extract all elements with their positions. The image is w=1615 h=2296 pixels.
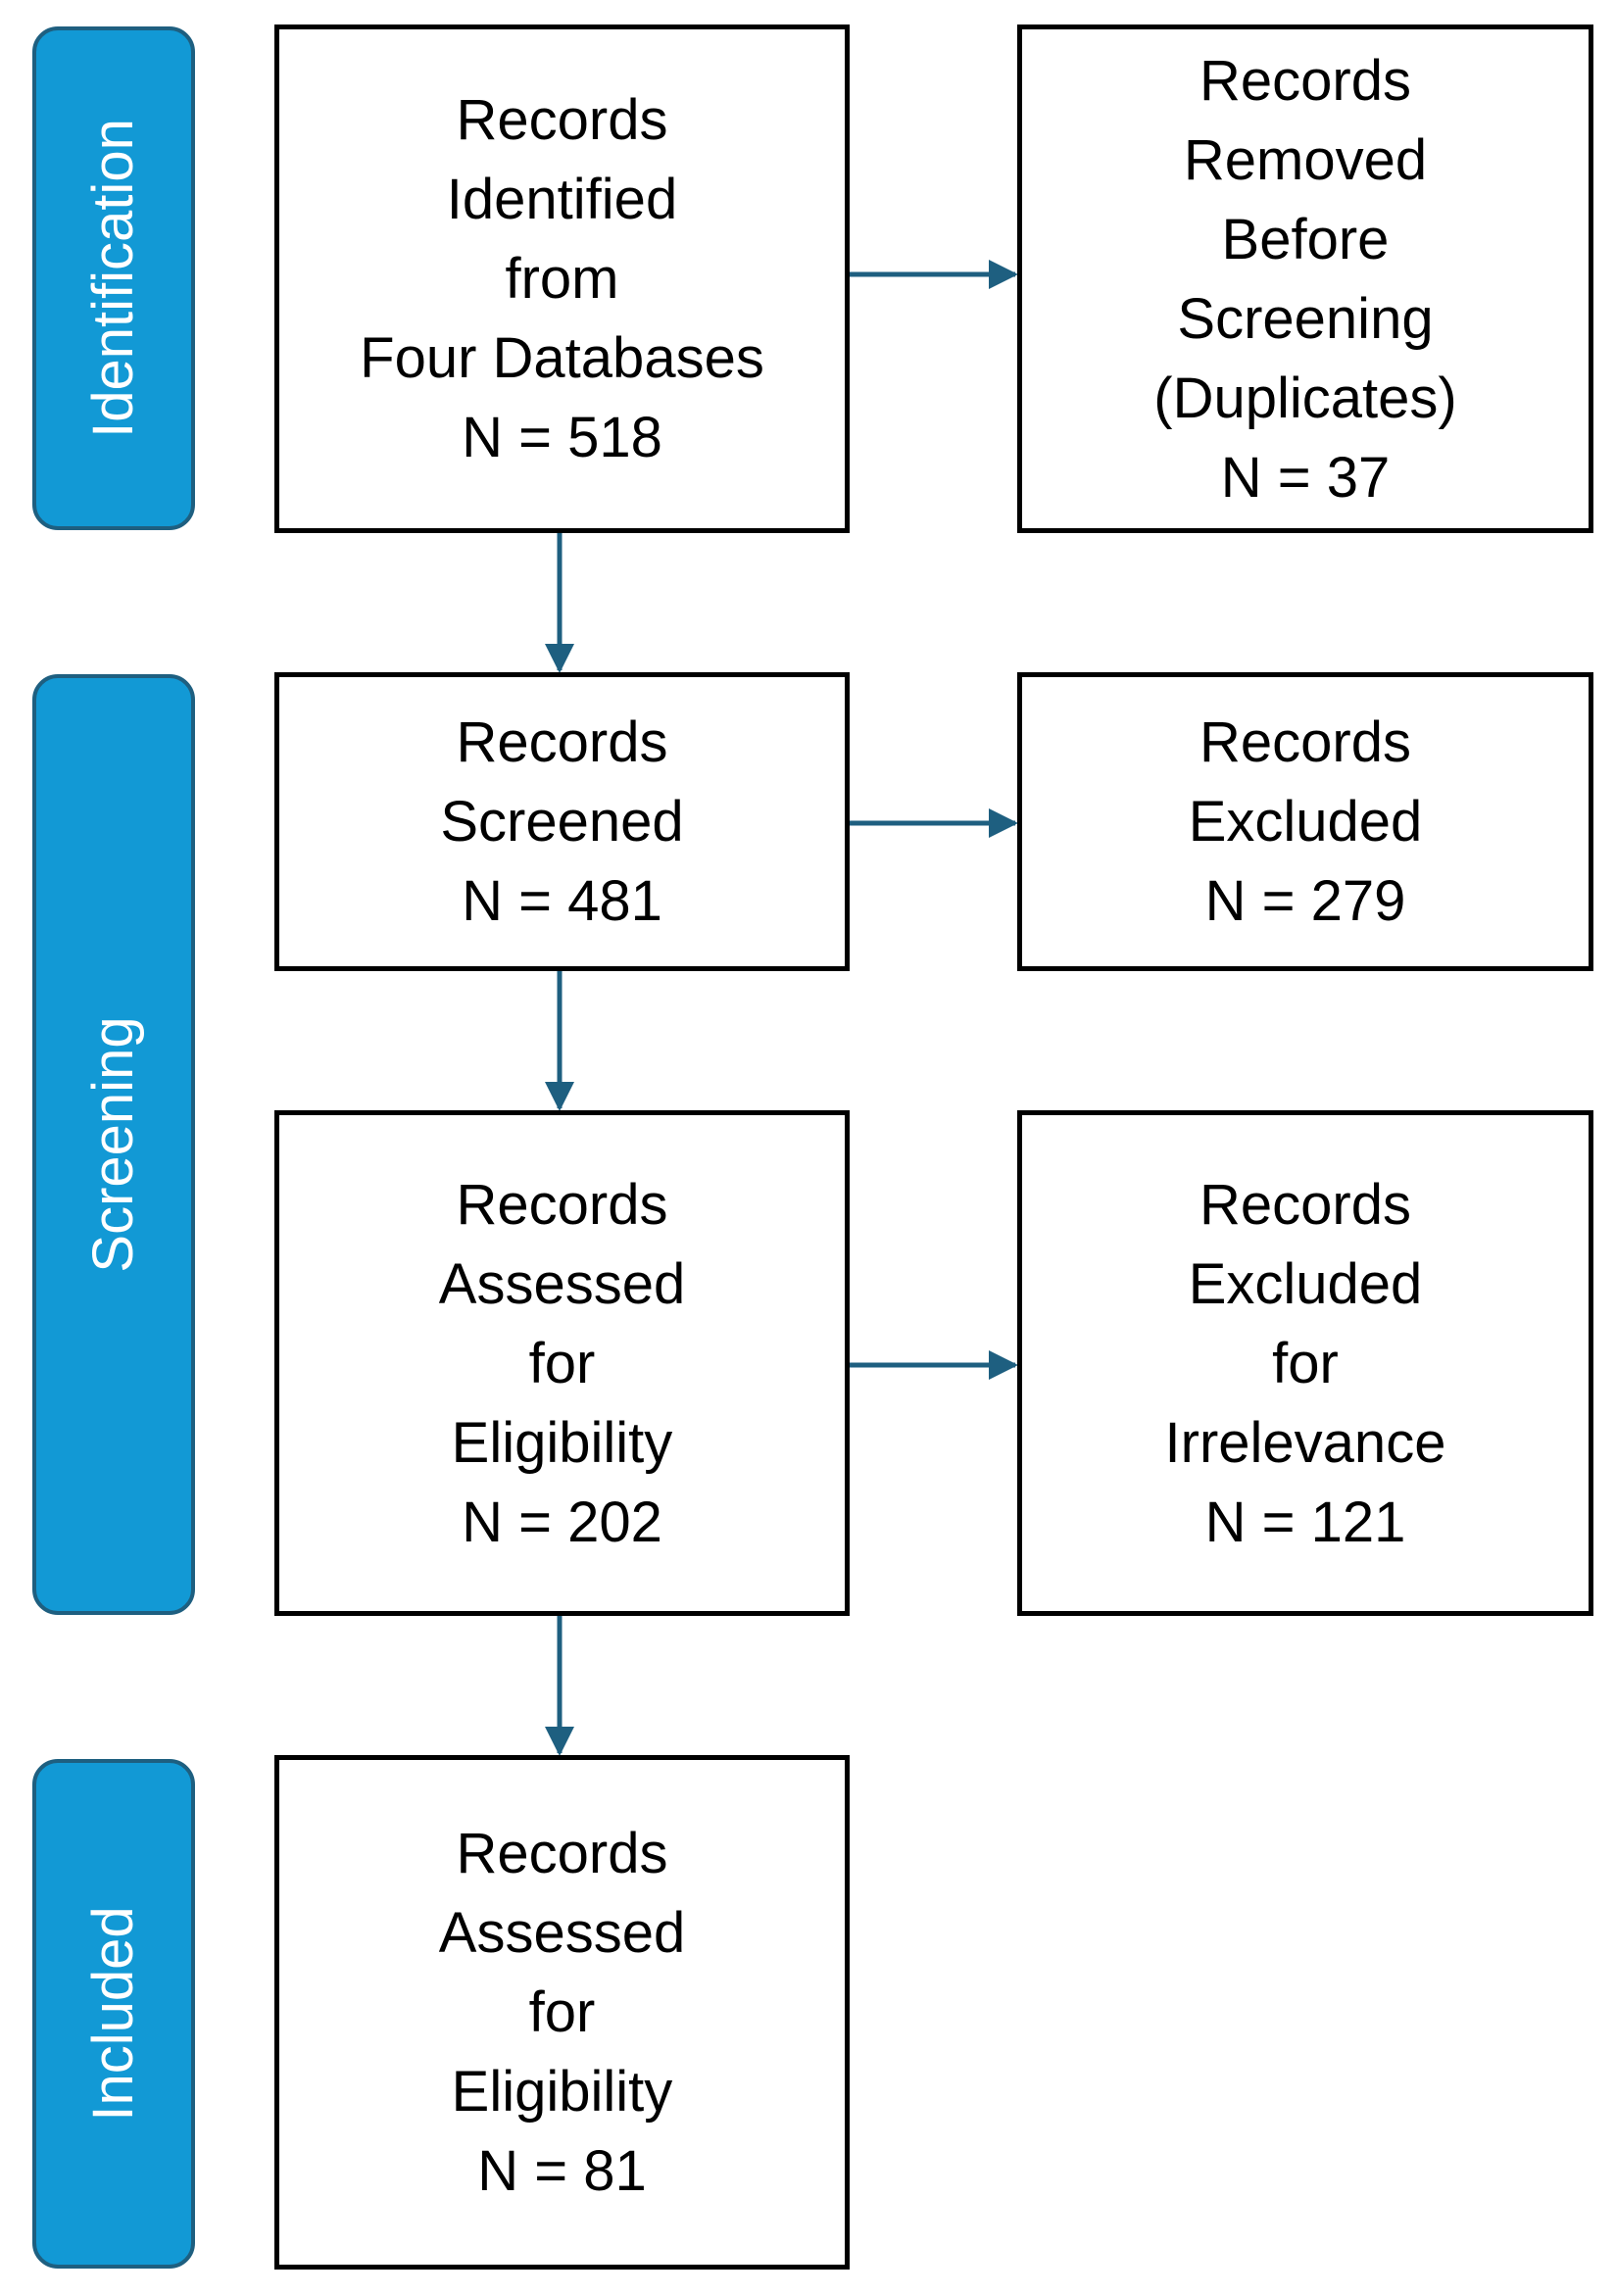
box-line: Records (456, 710, 668, 774)
box-line: Assessed (438, 1251, 686, 1316)
box-line: Four Databases (360, 326, 764, 390)
box-line: Before (1221, 207, 1390, 271)
box-line: Screening (1177, 286, 1434, 351)
box-line: Irrelevance (1164, 1410, 1446, 1475)
box-records-removed: Records Removed Before Screening (Duplic… (1017, 24, 1593, 533)
box-line: Eligibility (451, 2060, 673, 2124)
box-line: from (505, 247, 619, 311)
box-line: Screened (440, 790, 684, 854)
box-line: Eligibility (451, 1410, 673, 1475)
box-count: N = 81 (477, 2139, 647, 2203)
box-count: N = 202 (462, 1490, 662, 1554)
stage-included: Included (32, 1759, 195, 2269)
box-line: Records (1199, 1172, 1411, 1237)
box-line: for (528, 1980, 596, 2044)
box-line: Records (1199, 710, 1411, 774)
box-line: Records (1199, 48, 1411, 113)
box-line: Removed (1183, 127, 1428, 192)
box-records-screened: Records Screened N = 481 (274, 672, 850, 971)
box-line: for (528, 1331, 596, 1395)
box-line: Identified (446, 168, 678, 231)
box-line: Records (456, 88, 668, 152)
stage-identification: Identification (32, 26, 195, 530)
box-count: N = 481 (462, 869, 662, 933)
stage-screening: Screening (32, 674, 195, 1615)
box-line: Assessed (438, 1901, 686, 1965)
box-count: N = 279 (1204, 869, 1406, 933)
box-line: for (1272, 1331, 1339, 1395)
box-records-identified: Records Identified from Four Databases N… (274, 24, 850, 533)
box-line: Records (456, 1172, 668, 1237)
box-line: Excluded (1188, 1251, 1423, 1316)
box-count: N = 37 (1220, 445, 1391, 510)
box-records-included: Records Assessed for Eligibility N = 81 (274, 1755, 850, 2270)
box-line: Records (456, 1822, 668, 1885)
box-records-excluded: Records Excluded N = 279 (1017, 672, 1593, 971)
box-count: N = 518 (462, 406, 662, 469)
box-count: N = 121 (1204, 1490, 1406, 1554)
box-line: Excluded (1188, 790, 1423, 854)
box-records-excluded-irrelevance: Records Excluded for Irrelevance N = 121 (1017, 1110, 1593, 1616)
box-line: (Duplicates) (1153, 366, 1457, 430)
box-records-assessed: Records Assessed for Eligibility N = 202 (274, 1110, 850, 1616)
